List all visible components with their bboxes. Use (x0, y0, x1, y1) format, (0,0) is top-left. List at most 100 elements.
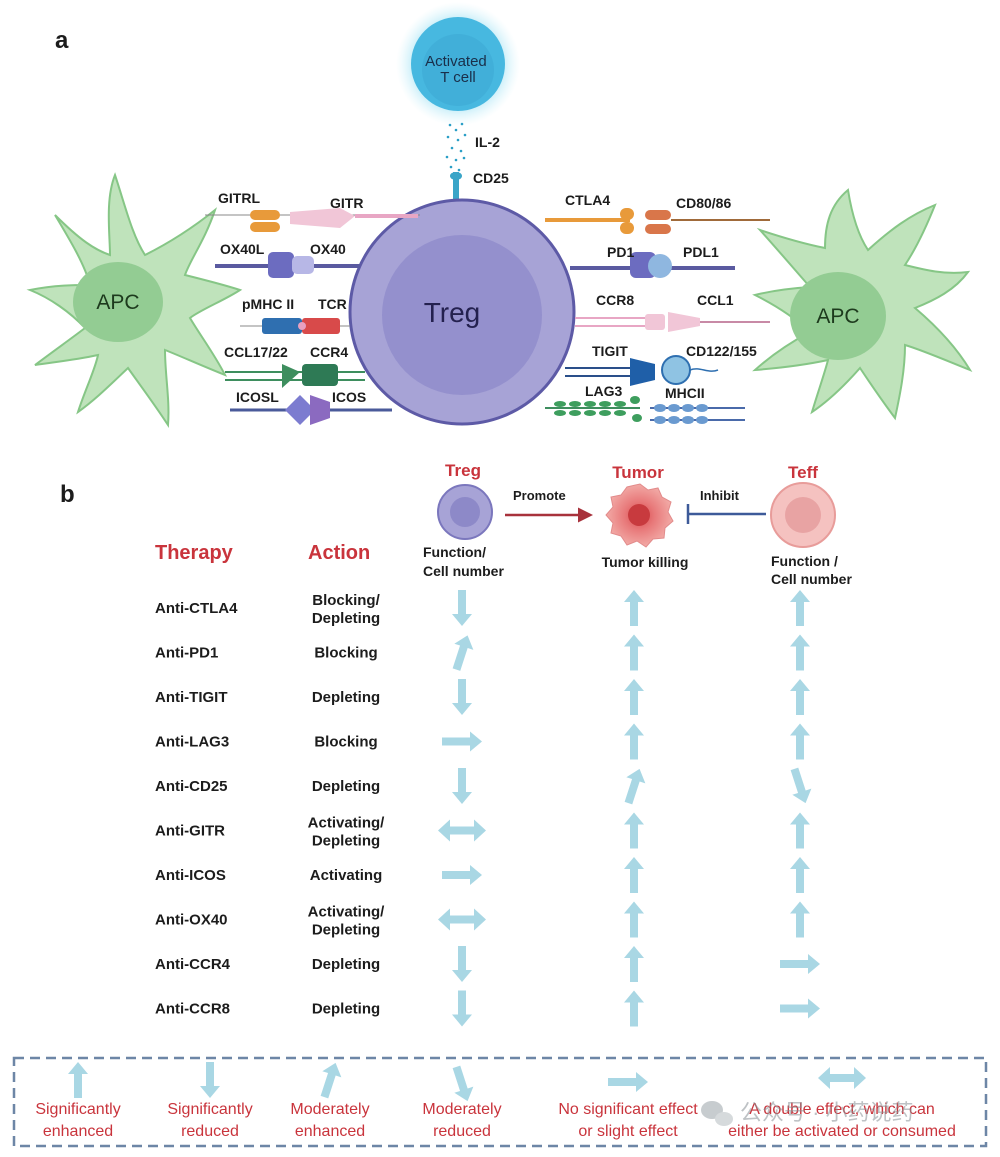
therapy-name: Anti-PD1 (155, 645, 218, 662)
therapy-name: Anti-CCR4 (155, 956, 231, 973)
teff-cell (770, 482, 836, 548)
ccr8-label: CCR8 (596, 292, 634, 308)
action-text: Blocking/ (312, 592, 380, 609)
gitrl-label: GITRL (218, 190, 260, 206)
therapy-row: Anti-CD25 Depleting (155, 767, 812, 805)
treg-effect-arrow (452, 590, 472, 626)
legend-arrow (452, 1065, 474, 1102)
legend-text: either be activated or consumed (728, 1123, 956, 1140)
ctla4-label: CTLA4 (565, 192, 610, 208)
cd122-155-label: CD122/155 (686, 343, 757, 359)
icos-label: ICOS (332, 389, 366, 405)
ox40-pair (215, 252, 360, 278)
therapy-name: Anti-CTLA4 (155, 600, 238, 617)
tumor-effect-arrow (624, 679, 644, 715)
inhibit-label: Inhibit (700, 488, 740, 503)
treg-col-label-line2: Cell number (423, 563, 504, 579)
ccr4-pair (225, 364, 365, 388)
tumor-effect-arrow (624, 634, 644, 671)
therapy-row: Anti-CCR8 Depleting (155, 990, 820, 1027)
legend-text: or slight effect (578, 1123, 678, 1140)
action-text: Blocking (314, 645, 377, 662)
treg-small-cell (437, 484, 493, 540)
activated-t-cell-line2: T cell (440, 69, 476, 86)
pmhc-label: pMHC II (242, 296, 294, 312)
action-text: Depleting (312, 778, 380, 795)
legend-text: reduced (433, 1123, 491, 1140)
action-text: Activating (310, 867, 383, 884)
treg-effect-arrow (452, 679, 472, 715)
treg-nucleus (382, 235, 542, 395)
action-text: Blocking (314, 734, 377, 751)
lag3-label: LAG3 (585, 383, 623, 399)
therapy-row: Anti-CCR4 Depleting (155, 946, 820, 982)
tumor-cell (605, 483, 674, 548)
legend-box (12, 1056, 988, 1148)
action-text: Activating/ (308, 904, 386, 921)
legend-text: Moderately (290, 1101, 369, 1118)
tumor-effect-arrow (624, 857, 644, 893)
pd1-pair (570, 252, 735, 278)
ox40-label: OX40 (310, 241, 346, 257)
teff-col-label-line2: Cell number (771, 571, 852, 587)
mhcii-label: MHCII (665, 385, 705, 401)
gitr-pair (205, 208, 420, 232)
il2-secretion (445, 122, 467, 172)
promote-label: Promote (513, 488, 566, 503)
ctla4-pair (545, 208, 770, 234)
tumor-effect-arrow (624, 946, 644, 982)
tumor-col-title: Tumor (612, 463, 664, 482)
treg-col-label-line1: Function/ (423, 544, 486, 560)
cd25-label: CD25 (473, 170, 509, 186)
gitr-label: GITR (330, 195, 363, 211)
therapy-header: Therapy (155, 542, 234, 564)
activated-t-cell: Activated T cell (396, 2, 520, 126)
icosl-label: ICOSL (236, 389, 279, 405)
legend-text: reduced (181, 1123, 239, 1140)
therapy-name: Anti-CD25 (155, 778, 228, 795)
tumor-effect-arrow (624, 812, 644, 849)
therapy-row: Anti-GITR Activating/Depleting (155, 812, 810, 850)
action-text: Activating/ (308, 815, 386, 832)
legend: Significantly enhanced Significantly reduce… (35, 1062, 956, 1140)
ccr4-label: CCR4 (310, 344, 348, 360)
legend-item: Moderately enhanced (290, 1062, 370, 1140)
action-text: Depleting (312, 610, 380, 627)
legend-text: A double effect, which can (749, 1101, 935, 1118)
tumor-effect-arrow (624, 590, 644, 626)
legend-item: A double effect, which can either be acti… (728, 1067, 956, 1140)
action-text: Depleting (312, 1001, 380, 1018)
tumor-col-label: Tumor killing (602, 554, 689, 570)
apc-right-label: APC (816, 305, 859, 328)
treg-effect-arrow (452, 990, 472, 1027)
treg-effect-arrow (442, 731, 482, 752)
action-text: Depleting (312, 833, 380, 850)
treg-label: Treg (424, 297, 481, 328)
therapy-name: Anti-CCR8 (155, 1001, 230, 1018)
pdl1-label: PDL1 (683, 244, 719, 260)
legend-text: No significant effect (558, 1101, 698, 1118)
legend-item: Significantly reduced (167, 1062, 253, 1140)
activated-t-cell-line1: Activated (425, 53, 487, 70)
legend-arrow (818, 1067, 866, 1089)
legend-text: enhanced (295, 1123, 365, 1140)
therapy-name: Anti-GITR (155, 823, 225, 840)
treg-col-title: Treg (445, 461, 481, 480)
teff-effect-arrow (790, 812, 810, 849)
ccr8-pair (575, 312, 770, 332)
teff-effect-arrow (790, 590, 810, 626)
watermark: 公众号 · 小药说药 (701, 1100, 914, 1126)
legend-text: Significantly (167, 1101, 252, 1118)
ox40l-label: OX40L (220, 241, 265, 257)
treg-effect-arrow (438, 908, 486, 931)
action-text: Depleting (312, 956, 380, 973)
apc-right-nucleus (790, 272, 886, 360)
treg-effect-arrow (452, 946, 472, 982)
tigit-pair (565, 355, 719, 386)
treg-effect-arrow (438, 819, 486, 842)
